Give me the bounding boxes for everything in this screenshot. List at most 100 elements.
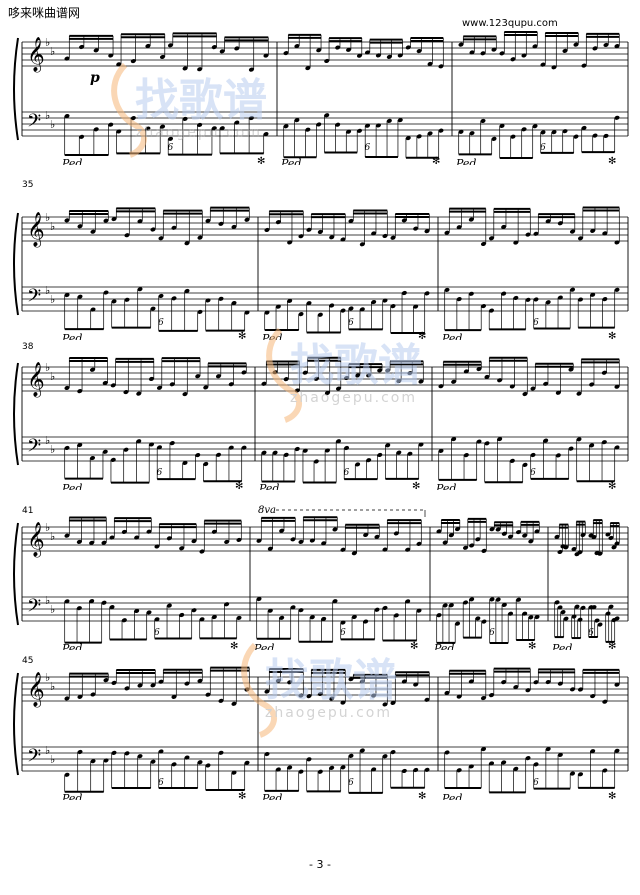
notehead bbox=[76, 539, 82, 544]
bass-note-group bbox=[156, 441, 201, 481]
notehead bbox=[532, 44, 538, 49]
notehead bbox=[166, 536, 172, 541]
tuplet-mark: 6 bbox=[530, 468, 536, 478]
notehead bbox=[427, 61, 433, 67]
notehead bbox=[521, 53, 527, 58]
notehead bbox=[488, 236, 495, 241]
notehead bbox=[551, 130, 557, 135]
notehead bbox=[218, 750, 224, 755]
treble-note-group bbox=[64, 672, 109, 701]
notehead bbox=[405, 547, 411, 552]
bass-note-group bbox=[111, 287, 156, 329]
pedal-up: ✻ bbox=[608, 641, 616, 650]
notehead bbox=[576, 437, 582, 442]
flat-sign: ♭ bbox=[45, 361, 50, 374]
notehead bbox=[382, 547, 388, 552]
notehead bbox=[335, 45, 341, 50]
notehead bbox=[495, 527, 501, 532]
notehead bbox=[340, 765, 346, 770]
notehead bbox=[507, 611, 514, 616]
notehead bbox=[602, 231, 608, 236]
notehead bbox=[451, 379, 457, 384]
notehead bbox=[348, 753, 354, 758]
notehead bbox=[90, 692, 96, 697]
notehead bbox=[329, 765, 335, 770]
notehead bbox=[501, 224, 507, 230]
notehead bbox=[390, 750, 396, 755]
notehead bbox=[236, 615, 242, 621]
notehead bbox=[287, 765, 293, 770]
notehead bbox=[377, 452, 383, 458]
treble-note-group bbox=[306, 668, 346, 705]
notehead bbox=[231, 300, 237, 306]
notehead bbox=[287, 240, 293, 245]
notehead bbox=[510, 57, 516, 62]
notehead bbox=[405, 45, 411, 50]
notehead bbox=[614, 748, 620, 753]
notehead bbox=[444, 287, 450, 292]
notehead bbox=[382, 702, 388, 707]
notehead bbox=[555, 390, 561, 395]
notehead bbox=[171, 762, 177, 767]
notehead bbox=[555, 453, 561, 458]
notehead bbox=[275, 767, 281, 772]
notehead bbox=[359, 307, 365, 312]
flat-sign: ♭ bbox=[50, 753, 55, 766]
bass-note-group bbox=[571, 604, 586, 640]
notehead bbox=[340, 620, 346, 625]
notehead bbox=[136, 439, 142, 444]
notehead bbox=[401, 679, 407, 684]
bass-note-group bbox=[64, 442, 108, 480]
notehead bbox=[130, 116, 136, 121]
notehead bbox=[346, 47, 352, 52]
flat-sign: ♭ bbox=[45, 36, 50, 49]
notehead bbox=[359, 242, 365, 247]
notehead bbox=[179, 546, 185, 551]
notehead bbox=[110, 457, 116, 462]
notehead bbox=[424, 291, 430, 296]
notehead bbox=[614, 240, 620, 245]
notehead bbox=[348, 218, 354, 224]
treble-note-group bbox=[348, 673, 388, 707]
notehead bbox=[581, 63, 587, 68]
treble-note-group bbox=[489, 521, 514, 539]
notehead bbox=[363, 619, 369, 624]
pedal-down: Ped. bbox=[441, 792, 466, 800]
notehead bbox=[456, 297, 462, 302]
notehead bbox=[407, 370, 413, 376]
notehead bbox=[324, 113, 330, 118]
notehead bbox=[89, 367, 96, 372]
bass-note-group bbox=[256, 596, 296, 640]
notehead bbox=[109, 605, 115, 610]
notehead bbox=[197, 235, 203, 240]
bass-note-group bbox=[533, 287, 576, 330]
tuplet-mark: 6 bbox=[344, 468, 350, 478]
treble-note-group bbox=[64, 357, 108, 394]
notehead bbox=[481, 548, 487, 553]
notehead bbox=[442, 603, 448, 608]
notehead bbox=[574, 604, 580, 609]
notehead bbox=[510, 134, 516, 139]
notehead bbox=[267, 546, 273, 551]
bass-note-group bbox=[348, 748, 388, 794]
treble-note-group bbox=[444, 669, 487, 701]
notehead bbox=[124, 751, 130, 756]
notehead bbox=[385, 443, 391, 448]
notehead bbox=[364, 123, 371, 128]
notehead bbox=[182, 116, 188, 121]
tuplet-mark: 6 bbox=[348, 778, 354, 788]
treble-note-group bbox=[64, 516, 107, 545]
notehead bbox=[491, 136, 497, 141]
notehead bbox=[159, 124, 166, 129]
notehead bbox=[540, 62, 546, 67]
notehead bbox=[397, 118, 403, 123]
treble-note-group bbox=[158, 668, 203, 699]
notehead bbox=[343, 445, 350, 451]
notehead bbox=[205, 763, 211, 768]
notehead bbox=[287, 298, 293, 303]
notehead bbox=[533, 680, 539, 685]
notehead bbox=[401, 218, 407, 223]
notehead bbox=[184, 755, 190, 760]
page-number: - 3 - bbox=[309, 858, 331, 871]
notehead bbox=[261, 450, 267, 455]
